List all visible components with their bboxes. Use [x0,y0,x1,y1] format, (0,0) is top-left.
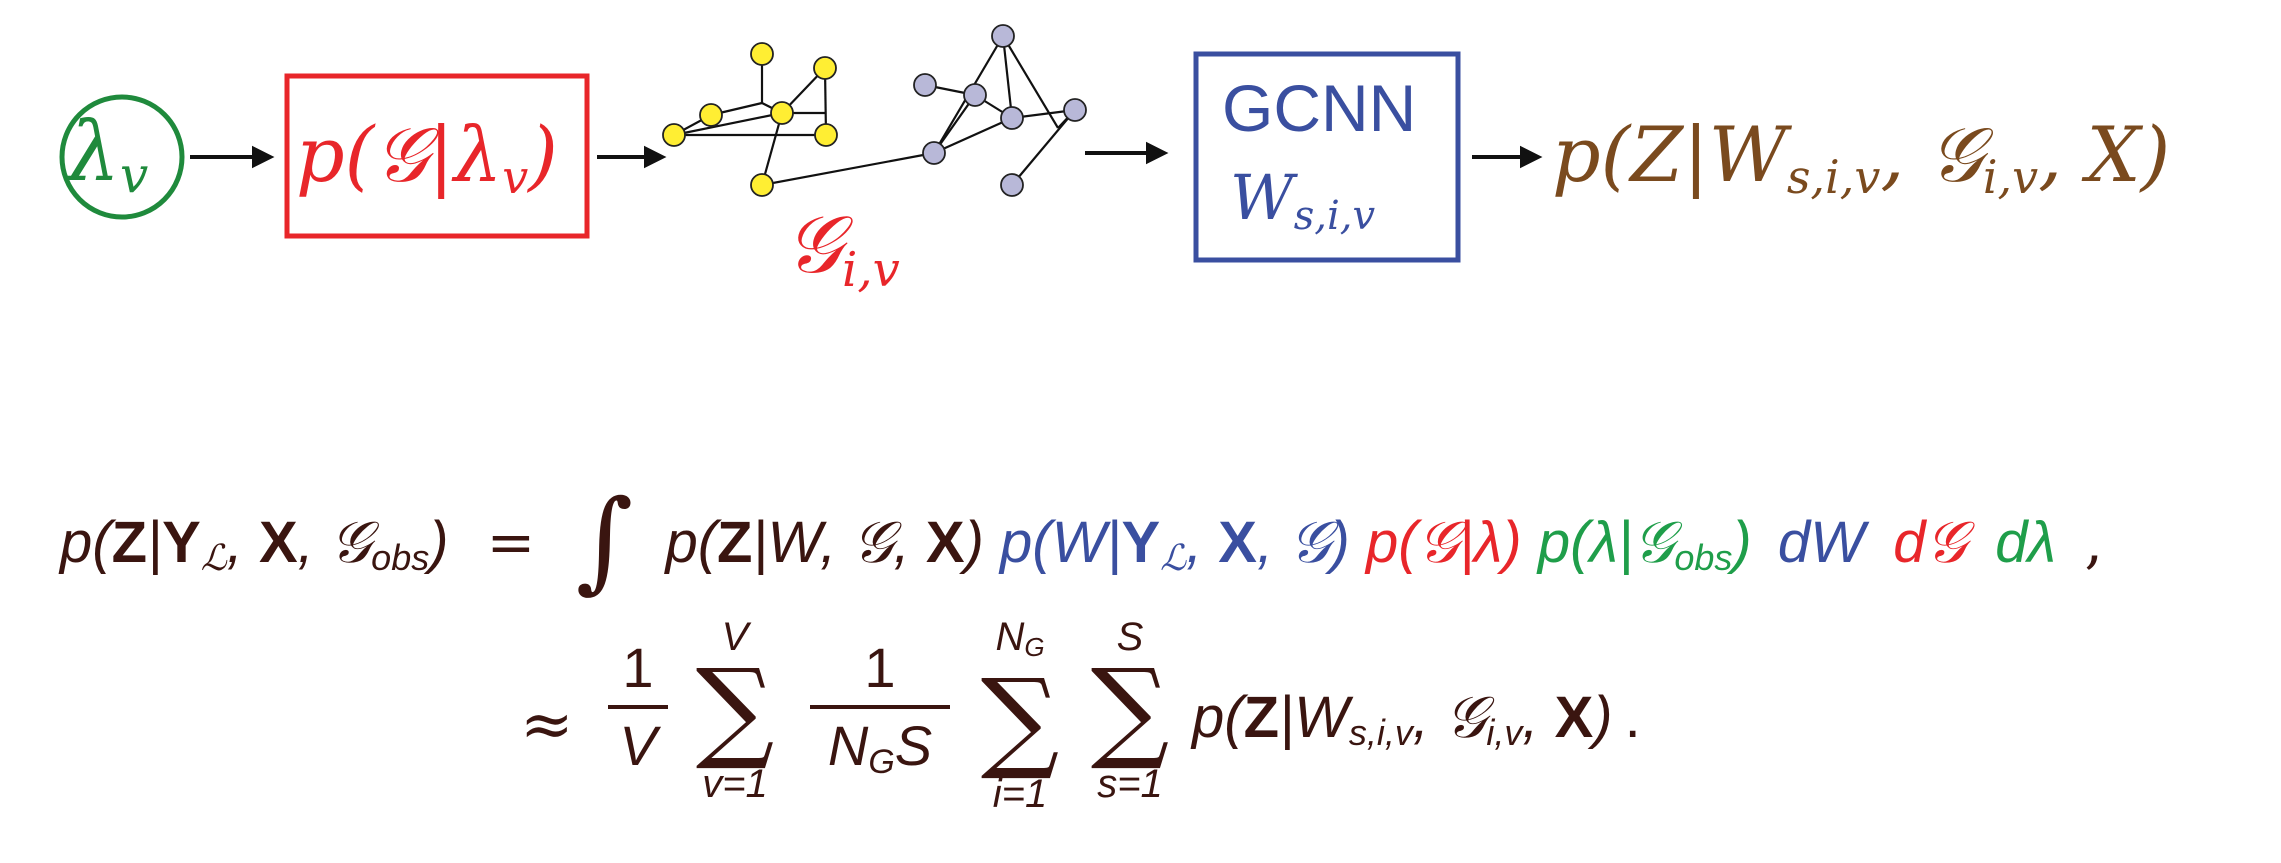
line1-trailing-comma: , [2084,508,2103,576]
fraction-one-over-V: 1 V [608,633,668,781]
prior-box-label: p(𝒢|λv) [296,110,558,204]
fraction-bar [810,705,950,709]
graph-node [699,103,723,127]
sum-over-v: V ∑ v=1 [695,615,775,806]
graph-label: 𝒢i,v [785,198,900,299]
term-likelihood: p(Z|W, 𝒢, X) [665,510,984,575]
graph-node [913,73,937,97]
graph-node [991,24,1015,48]
term-graph-prior: p(𝒢|λ) [1365,510,1522,575]
graph-node [750,42,774,66]
graph-node [1000,106,1024,130]
graph-node [750,173,774,197]
sum-over-s: S ∑ s=1 [1090,615,1170,806]
fraction-one-over-NGS: 1 NGS [810,633,950,797]
equation-line-2: ≈ 1 V V ∑ v=1 1 NGS NG ∑ i=1 S ∑ s=1 p(Z… [520,615,1920,855]
term-lambda-posterior: p(λ|𝒢obs) [1537,510,1752,578]
gcnn-weight: Ws,i,v [1230,161,1376,239]
arrows [190,141,1543,169]
output-likelihood: p(Z|Ws,i,v, 𝒢i,v, X) [1552,110,2171,204]
graph-node [1063,98,1087,122]
graph-node [814,123,838,147]
lambda-node-label: λv [68,105,149,205]
graph-lavender-nodes [913,24,1087,197]
prior-box-frame [284,73,590,239]
term-weight-posterior: p(W|Yℒ, X, 𝒢) [1000,510,1350,579]
differential-dG: d𝒢 [1893,510,1967,575]
sum-over-i: NG ∑ i=1 [980,615,1060,816]
graph-node [813,56,837,80]
integral-sign: ∫ [575,476,634,604]
differential-dW: dW [1777,510,1865,575]
differential-dlambda: dλ [1995,510,2057,575]
summand-likelihood: p(Z|Ws,i,v, 𝒢i,v, X). [1192,685,1641,753]
graph-node [662,123,686,147]
gcnn-box-frame [1193,51,1461,263]
gcnn-title: GCNN [1222,71,1417,145]
graph-node [770,101,794,125]
graph-node [922,141,946,165]
graph-node [1000,173,1024,197]
approx-sign: ≈ [520,688,574,762]
diagram-graphics [59,24,1543,263]
graph-node [963,83,987,107]
graph-yellow-nodes [662,42,838,197]
posterior-predictive-lhs: p(Z|Yℒ, X, 𝒢obs) [60,510,449,579]
fraction-bar [608,705,668,709]
lambda-node-circle [59,94,185,220]
equation-line-1: p(Z|Yℒ, X, 𝒢obs) = ∫ p(Z|W, 𝒢, X) p(W|Yℒ… [60,480,2103,600]
equals-sign: = [486,508,536,576]
